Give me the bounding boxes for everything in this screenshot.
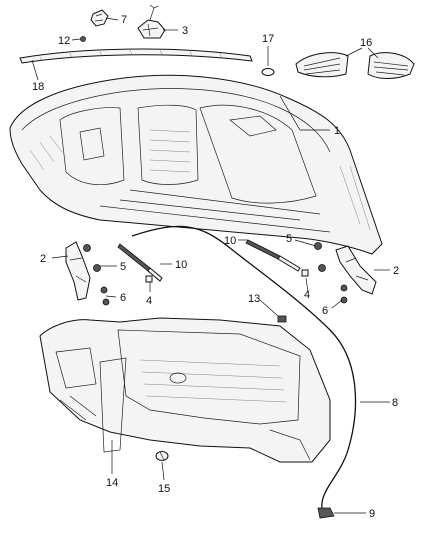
part-18-seal bbox=[19, 48, 253, 64]
callout-16: 16 bbox=[360, 37, 372, 49]
callout-13: 13 bbox=[248, 293, 260, 305]
part-6-bolts bbox=[100, 284, 348, 306]
callout-3: 3 bbox=[182, 25, 188, 37]
part-12-screw bbox=[80, 36, 86, 42]
leader-lines bbox=[31, 17, 390, 514]
callout-12: 12 bbox=[58, 35, 70, 47]
callout-8: 8 bbox=[392, 397, 398, 409]
part-14-insulation bbox=[39, 317, 331, 463]
part-16-scoops bbox=[295, 52, 415, 79]
part-17-plug bbox=[261, 68, 275, 76]
part-3-latch bbox=[137, 4, 166, 39]
part-5-nuts bbox=[83, 242, 326, 272]
callout-9: 9 bbox=[369, 508, 375, 520]
part-4-studs bbox=[145, 269, 309, 283]
callout-14: 14 bbox=[106, 477, 118, 489]
callout-6-left: 6 bbox=[120, 292, 126, 304]
callout-5-left: 5 bbox=[120, 261, 126, 273]
part-10-struts bbox=[117, 239, 301, 282]
part-2-right-hinge bbox=[335, 245, 377, 295]
callout-17: 17 bbox=[262, 33, 274, 45]
part-9-handle bbox=[317, 507, 335, 519]
callout-2-left: 2 bbox=[40, 253, 46, 265]
callout-15: 15 bbox=[158, 483, 170, 495]
callout-labels: 7 3 12 17 16 18 1 2 5 10 6 4 10 5 2 4 6 … bbox=[32, 14, 399, 520]
callout-6-right: 6 bbox=[322, 305, 328, 317]
callout-7: 7 bbox=[121, 14, 127, 26]
callout-10-right: 10 bbox=[224, 235, 236, 247]
callout-18: 18 bbox=[32, 81, 44, 93]
callout-10-left: 10 bbox=[175, 259, 187, 271]
callout-4-right: 4 bbox=[304, 289, 310, 301]
part-15-fastener bbox=[155, 451, 169, 461]
callout-4-left: 4 bbox=[146, 295, 152, 307]
part-2-left-hinge bbox=[65, 241, 91, 301]
callout-1: 1 bbox=[334, 125, 340, 137]
part-8-cable bbox=[131, 225, 357, 509]
callout-2-right: 2 bbox=[393, 265, 399, 277]
part-13-clip bbox=[277, 315, 287, 323]
callout-5-right: 5 bbox=[286, 233, 292, 245]
part-7-clip bbox=[90, 9, 109, 27]
part-1-hood bbox=[9, 74, 383, 255]
